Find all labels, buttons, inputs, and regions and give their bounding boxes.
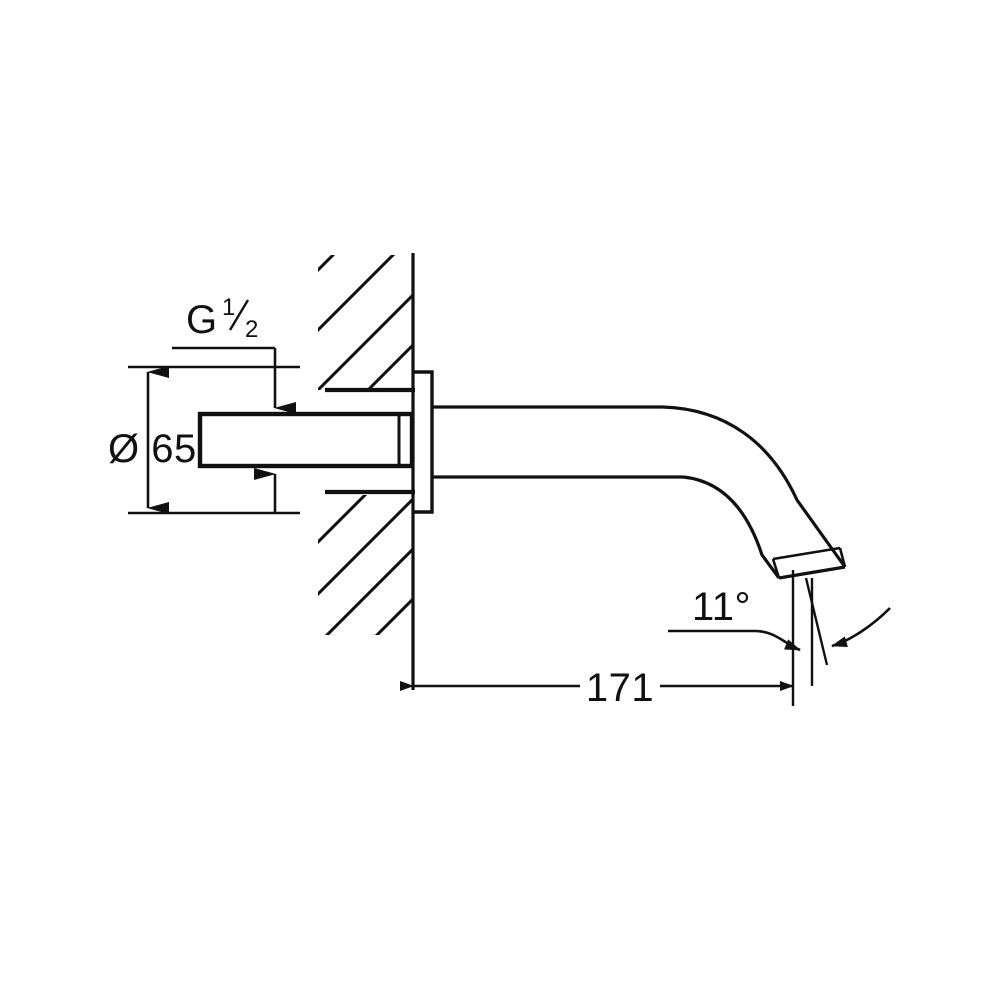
angle-leader-right xyxy=(831,607,891,648)
projection-dimension: 171 xyxy=(400,570,795,710)
angle-annotation: 11° xyxy=(668,577,891,686)
thread-callout: G 1 2 xyxy=(172,294,296,512)
angle-leader-left xyxy=(668,629,801,652)
projection-label: 171 xyxy=(586,666,654,710)
thread-fraction-solidus xyxy=(228,299,250,331)
threaded-shank xyxy=(197,411,415,469)
spout-inner-contour xyxy=(432,475,781,579)
thread-label-denominator: 2 xyxy=(245,316,258,343)
thread-label-numerator: 1 xyxy=(222,294,235,321)
angled-outlet-face xyxy=(778,565,846,580)
angle-outlet-axis xyxy=(804,577,829,666)
escutcheon-flange xyxy=(413,370,434,514)
outlet-rim-line xyxy=(772,546,841,561)
escutcheon-outline xyxy=(413,370,434,514)
wall-section-hatch xyxy=(318,253,415,690)
thread-label-g: G xyxy=(186,298,218,342)
diameter-dimension: Ø 65 xyxy=(108,365,300,515)
wall-hatch-lines-lower xyxy=(318,495,413,635)
outlet-rim-edge-left xyxy=(771,558,781,579)
angle-label: 11° xyxy=(692,585,751,629)
spout-outer-contour xyxy=(432,405,847,568)
curved-spout-body xyxy=(432,405,847,580)
outlet-rim-edge-right xyxy=(838,547,847,568)
threaded-shank-body xyxy=(197,411,415,469)
diameter-label: Ø 65 xyxy=(108,427,197,471)
